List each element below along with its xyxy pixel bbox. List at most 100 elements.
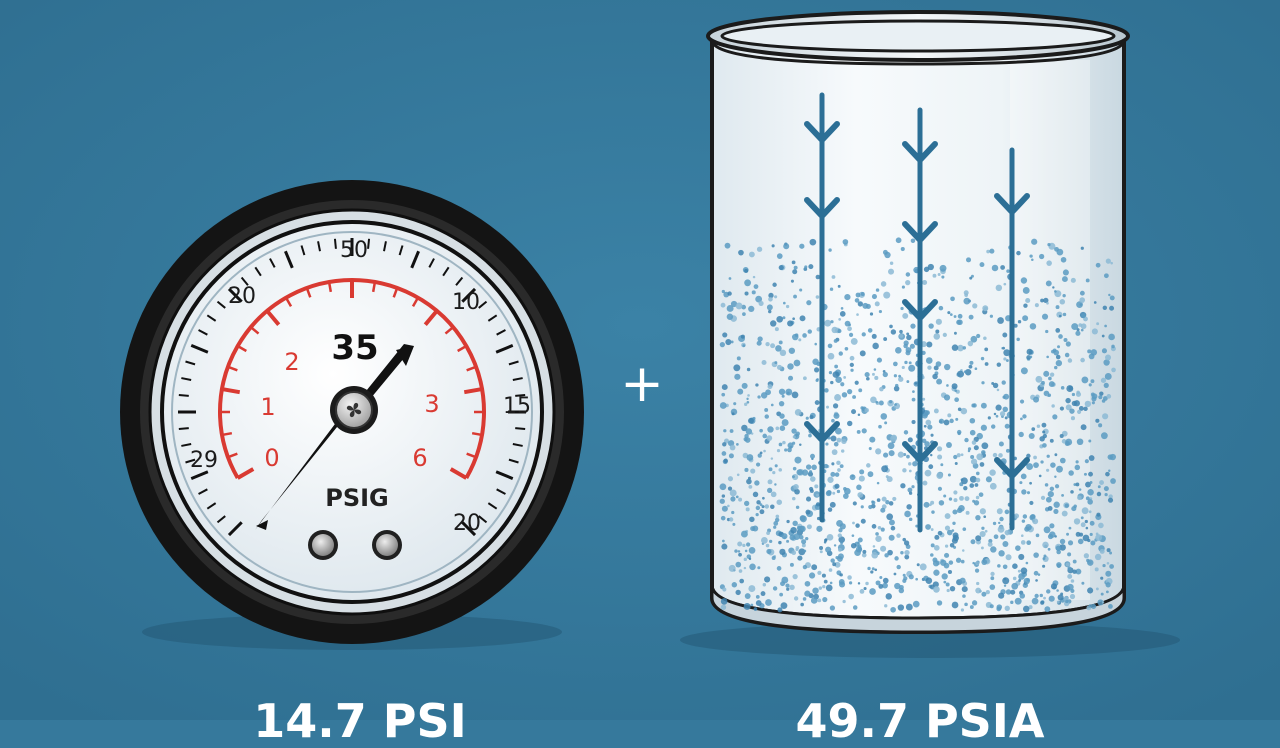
red-scale-tick [444, 326, 454, 335]
outer-scale-tick [269, 258, 276, 268]
outer-scale-tick [185, 360, 196, 366]
outer-scale-tick [496, 329, 506, 336]
outer-scale-tick [254, 266, 262, 277]
outer-scale-ticks [178, 238, 526, 537]
gauge-screw-right [372, 530, 402, 560]
outer-scale-tick [178, 393, 189, 397]
outer-scale-tick [198, 329, 208, 336]
outer-scale-tick [461, 287, 477, 303]
outer-scale-tick [512, 377, 523, 381]
red-scale-tick [466, 365, 477, 372]
outer-scale-tick [206, 502, 217, 510]
red-scale-tick [463, 387, 483, 395]
gauge-inner-label-6: 6 [412, 444, 428, 472]
outer-scale-tick [190, 344, 209, 354]
gauge-label-top: 50 [340, 238, 368, 263]
outer-scale-tick [455, 276, 464, 286]
gauge-inner-ring [171, 231, 533, 593]
water-droplets [719, 237, 1116, 613]
outer-scale-tick [227, 287, 243, 303]
outer-scale-tick [206, 314, 217, 322]
red-scale-ticks [220, 280, 484, 480]
outer-scale-tick [487, 502, 498, 510]
red-scale-tick [305, 287, 312, 298]
gauge-inner-label-1: 1 [260, 393, 276, 421]
red-scale-tick [227, 452, 238, 459]
red-scale-tick [471, 431, 483, 437]
downward-pressure-arrows [804, 92, 1030, 533]
gauge-label-upper-right: 10 [452, 290, 480, 315]
gauge-reading: 35 [331, 328, 379, 368]
plus-sign: + [620, 354, 664, 414]
red-scale-tick [457, 344, 467, 353]
outer-scale-tick [508, 360, 519, 366]
outer-scale-tick [383, 241, 387, 252]
red-scale-tick [236, 467, 255, 480]
red-scale-tick [411, 297, 420, 307]
gauge-unit-label: PSIG [325, 484, 389, 512]
gauge-inner-label-3: 3 [424, 390, 440, 418]
red-scale-tick [392, 287, 399, 298]
red-scale-arc [218, 278, 486, 479]
outer-scale-tick [495, 470, 514, 480]
outer-scale-tick [495, 344, 514, 354]
outer-scale-tick [198, 488, 208, 495]
red-scale-tick [227, 365, 238, 372]
down-arrow-icon [902, 221, 938, 243]
outer-scale-tick [216, 300, 226, 309]
red-scale-tick [284, 297, 293, 307]
red-scale-tick [466, 452, 477, 459]
outer-scale-tick [240, 276, 249, 286]
illustration [0, 0, 1280, 720]
down-arrow-icon [902, 141, 938, 163]
outer-scale-tick [487, 314, 498, 322]
outer-scale-tick [367, 238, 371, 249]
outer-scale-tick [181, 377, 192, 381]
outer-scale-tick [333, 238, 337, 249]
outer-scale-tick [478, 300, 488, 309]
gauge-inner-label-2: 2 [284, 348, 300, 376]
down-arrow-icon [804, 121, 840, 143]
red-scale-tick [371, 281, 377, 293]
outer-scale-tick [185, 458, 196, 464]
down-arrow-icon [902, 441, 938, 463]
red-scale-tick [250, 326, 260, 335]
gauge-needle-tail [256, 520, 268, 530]
down-arrow-icon [804, 197, 840, 219]
pressure-tank [706, 10, 1130, 635]
outer-scale-tick [190, 470, 209, 480]
tank-opening [720, 19, 1116, 53]
outer-scale-tick [461, 521, 477, 537]
outer-scale-tick [300, 245, 306, 256]
red-scale-tick [423, 309, 439, 326]
outer-scale-tick [515, 427, 526, 431]
red-scale-tick [221, 387, 241, 395]
gauge-label-upper-left: 20 [228, 284, 256, 309]
gauge-label-lower-right: 20 [453, 511, 481, 536]
red-scale-tick [327, 281, 333, 293]
outer-scale-tick [398, 245, 404, 256]
down-arrow-icon [902, 299, 938, 321]
gauge-needle [255, 344, 414, 530]
down-arrow-icon [804, 421, 840, 443]
red-scale-tick [221, 431, 233, 437]
gauge-screw-left [308, 530, 338, 560]
down-arrow-icon [994, 457, 1030, 479]
red-scale-tick [237, 344, 247, 353]
outer-scale-tick [508, 458, 519, 464]
outer-scale-tick [515, 393, 526, 397]
red-scale-tick [449, 467, 468, 480]
outer-scale-tick [181, 443, 192, 447]
tank-shadow [680, 622, 1180, 658]
outer-scale-tick [442, 266, 450, 277]
tank-bottom-rim [710, 584, 1126, 634]
down-arrow-icon [994, 193, 1030, 215]
fan-icon [346, 402, 362, 418]
outer-scale-tick [178, 427, 189, 431]
gauge-pressure-caption: 14.7 PSI [253, 694, 467, 748]
gauge-inner-label-0: 0 [264, 444, 280, 472]
gauge-label-left: 29 [190, 448, 218, 473]
outer-scale-tick [227, 521, 243, 537]
red-scale-tick [265, 309, 281, 326]
tank-pressure-caption: 49.7 PSIA [795, 694, 1045, 748]
